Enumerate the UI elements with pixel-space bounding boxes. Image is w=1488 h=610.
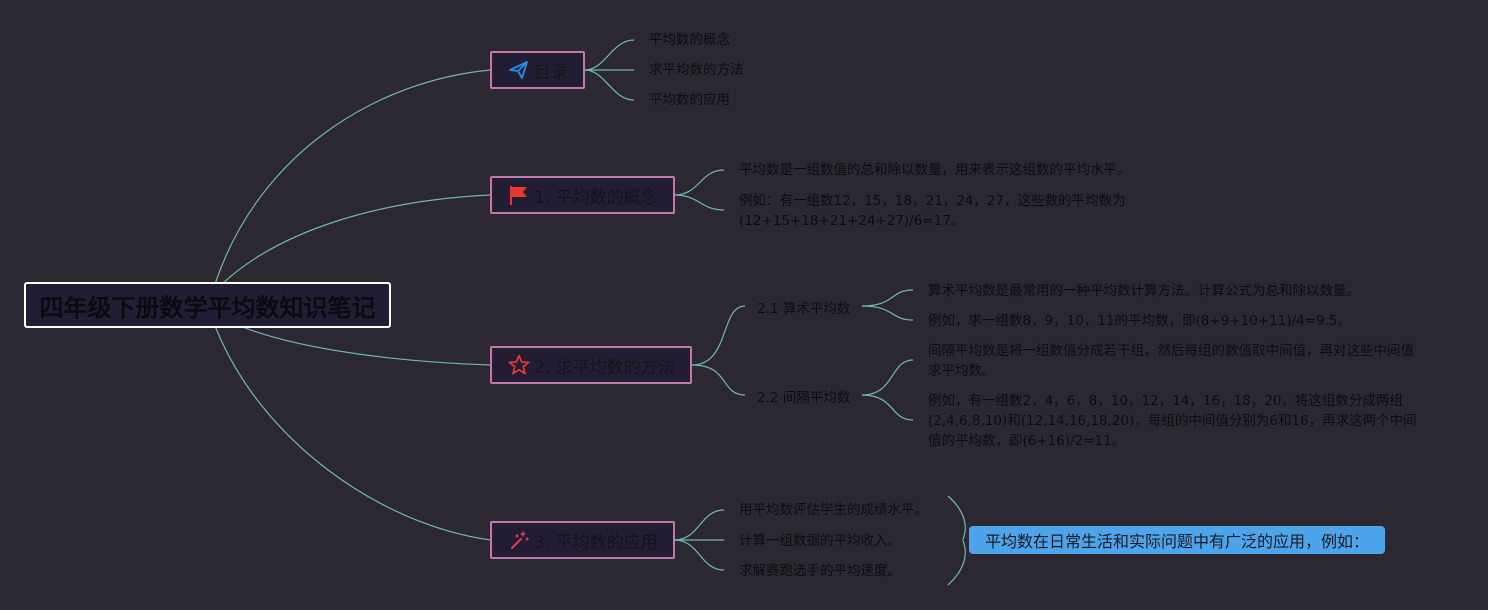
summary-bracket — [947, 495, 966, 586]
concept-definition[interactable]: 平均数是一组数值的总和除以数量，用来表示这组数的平均水平。 — [739, 162, 1131, 178]
branch-concept[interactable]: 1. 平均数的概念 — [490, 176, 675, 214]
magic-wand-icon — [508, 529, 530, 551]
application-item-2[interactable]: 计算一组数据的平均收入。 — [739, 533, 901, 549]
interval-example[interactable]: 例如，有一组数2，4，6，8，10，12，14，16，18，20，将这组数分成两… — [928, 393, 1417, 449]
link-root-application — [214, 325, 492, 541]
branch-method[interactable]: 2. 求平均数的方法 — [490, 346, 692, 384]
star-icon — [508, 354, 530, 376]
arith-example[interactable]: 例如，求一组数8，9，10，11的平均数，即(8+9+10+11)/4=9.5。 — [928, 313, 1351, 329]
branch-toc[interactable]: 目录 — [490, 51, 585, 89]
root-node-title[interactable]: 四年级下册数学平均数知识笔记 — [24, 282, 391, 328]
branch-concept-label: 1. 平均数的概念 — [534, 187, 658, 208]
arith-definition[interactable]: 算术平均数是最常用的一种平均数计算方法。计算公式为总和除以数量。 — [928, 283, 1360, 299]
flag-icon — [508, 184, 530, 206]
branch-toc-label: 目录 — [534, 62, 568, 83]
sub-branch-interval-mean[interactable]: 2.2 间隔平均数 — [757, 390, 851, 406]
link-root-toc — [214, 69, 492, 285]
toc-item-1[interactable]: 平均数的概念 — [649, 32, 730, 48]
concept-example[interactable]: 例如：有一组数12，15，18，21，24，27，这些数的平均数为(12+15+… — [739, 193, 1126, 229]
application-item-1[interactable]: 用平均数评估学生的成绩水平。 — [739, 502, 928, 518]
toc-item-3[interactable]: 平均数的应用 — [649, 92, 730, 108]
sub-branch-arithmetic-mean[interactable]: 2.1 算术平均数 — [757, 301, 851, 317]
branch-method-label: 2. 求平均数的方法 — [534, 357, 675, 378]
link-root-method — [239, 325, 492, 366]
branch-application-label: 3. 平均数的应用 — [534, 532, 658, 553]
interval-definition[interactable]: 间隔平均数是将一组数值分成若干组，然后每组的数值取中间值，再对这些中间值求平均数… — [928, 343, 1414, 379]
paper-plane-icon — [508, 59, 530, 81]
application-item-3[interactable]: 求解赛跑选手的平均速度。 — [739, 563, 901, 579]
link-root-concept — [221, 194, 492, 285]
application-summary-callout[interactable]: 平均数在日常生活和实际问题中有广泛的应用，例如： — [969, 526, 1385, 554]
branch-application[interactable]: 3. 平均数的应用 — [490, 521, 675, 559]
toc-item-2[interactable]: 求平均数的方法 — [649, 62, 744, 78]
